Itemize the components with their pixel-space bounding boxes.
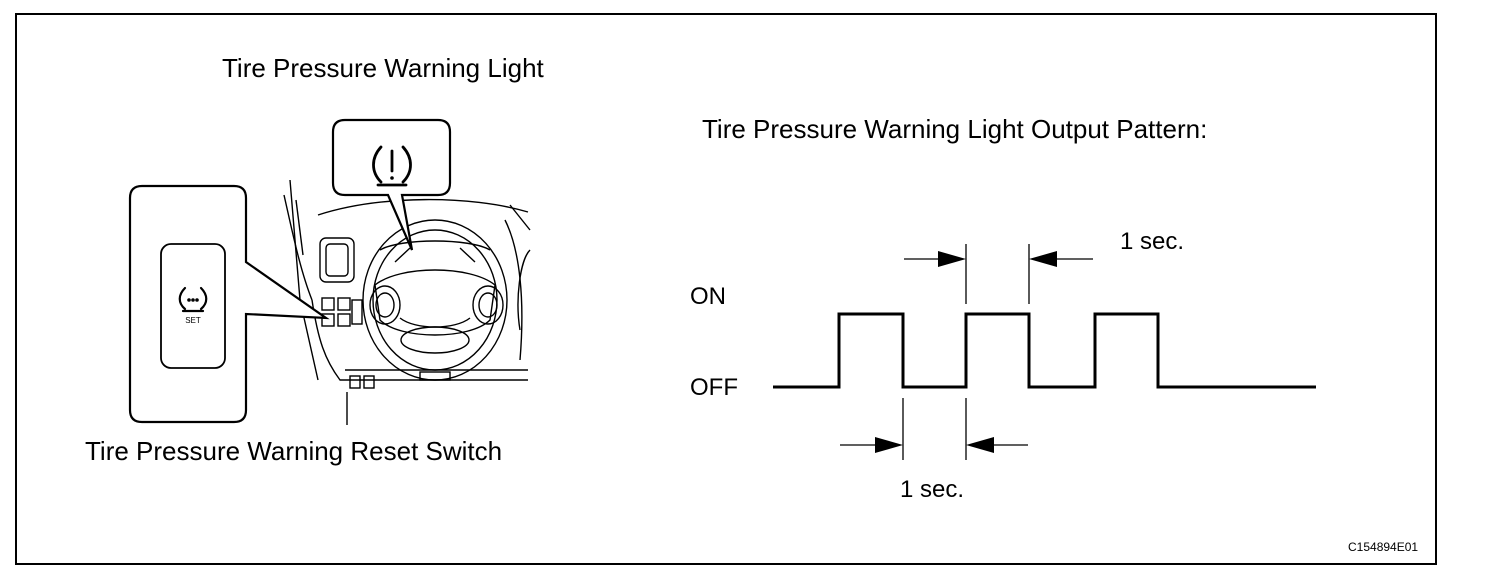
reset-switch-callout [128, 184, 330, 424]
tire-pressure-warning-icon [372, 145, 412, 187]
reset-switch-title: Tire Pressure Warning Reset Switch [85, 436, 503, 466]
switch-caption: SET [185, 316, 201, 325]
dimension-lines [840, 244, 1093, 460]
tire-pressure-reset-icon [178, 286, 208, 313]
interval-label-top: 1 sec. [1120, 228, 1185, 255]
interval-label-bottom: 1 sec. [900, 476, 965, 503]
output-waveform [773, 312, 1316, 389]
dashboard-illustration [283, 179, 531, 425]
arrow-right-bottom [875, 437, 903, 453]
arrow-right-top [938, 251, 966, 267]
off-state-label: OFF [690, 374, 738, 401]
warning-light-title: Tire Pressure Warning Light [222, 53, 544, 83]
output-pattern-title: Tire Pressure Warning Light Output Patte… [702, 114, 1208, 144]
on-state-label: ON [690, 283, 726, 310]
arrow-left-bottom [966, 437, 994, 453]
figure-code: C154894E01 [1348, 540, 1419, 554]
diagram-frame [15, 13, 1437, 565]
dimension-arrowheads [875, 251, 1057, 453]
arrow-left-top [1029, 251, 1057, 267]
